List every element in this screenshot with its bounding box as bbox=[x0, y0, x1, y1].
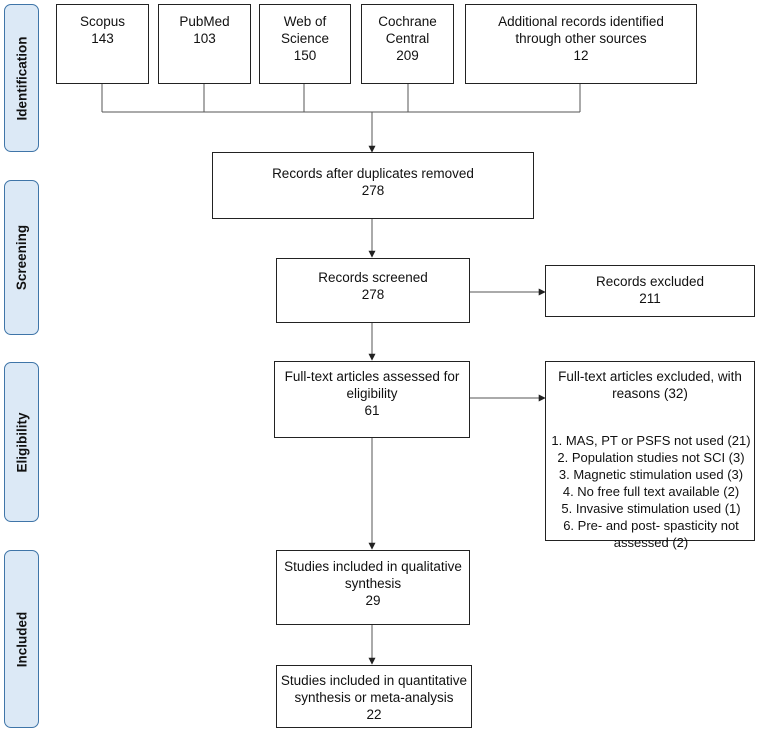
quantitative-synthesis-box: Studies included in quantitative synthes… bbox=[276, 665, 472, 728]
box-label: eligibility bbox=[346, 386, 398, 401]
box-label: reasons (32) bbox=[612, 386, 688, 401]
phase-eligibility: Eligibility bbox=[4, 362, 39, 522]
box-label: synthesis bbox=[344, 576, 402, 591]
exclusion-reasons-list: 1. MAS, PT or PSFS not used (21) 2. Popu… bbox=[548, 432, 754, 551]
source-label: Web of bbox=[283, 14, 327, 29]
source-pubmed-box: PubMed 103 bbox=[158, 4, 251, 84]
source-label: Additional records identified bbox=[498, 14, 664, 29]
source-label: through other sources bbox=[515, 31, 647, 46]
box-label: Studies included in quantitative bbox=[280, 673, 468, 688]
exclusion-reason: 6. Pre- and post- spasticity not bbox=[563, 518, 739, 533]
source-cochrane-box: Cochrane Central 209 bbox=[361, 4, 454, 84]
source-count: 12 bbox=[573, 48, 589, 63]
box-count: 29 bbox=[365, 593, 381, 608]
exclusion-reason: 2. Population studies not SCI (3) bbox=[557, 450, 745, 465]
source-count: 103 bbox=[193, 31, 216, 46]
exclusion-reason: 5. Invasive stimulation used (1) bbox=[561, 501, 741, 516]
source-wos-box: Web of Science 150 bbox=[259, 4, 351, 84]
source-label: PubMed bbox=[179, 14, 230, 29]
source-label: Central bbox=[385, 31, 430, 46]
phase-included: Included bbox=[4, 550, 39, 728]
source-label: Science bbox=[280, 31, 330, 46]
box-count: 61 bbox=[364, 403, 380, 418]
phase-identification: Identification bbox=[4, 4, 39, 152]
source-count: 150 bbox=[293, 48, 317, 63]
qualitative-synthesis-box: Studies included in qualitative synthesi… bbox=[276, 550, 470, 625]
source-count: 143 bbox=[91, 31, 114, 46]
records-screened-box: Records screened 278 bbox=[276, 258, 470, 323]
source-label: Cochrane bbox=[378, 14, 437, 29]
box-label: Full-text articles assessed for bbox=[284, 369, 460, 384]
box-label: Full-text articles excluded, with bbox=[558, 369, 742, 384]
phase-screening: Screening bbox=[4, 180, 39, 335]
exclusion-reason: 3. Magnetic stimulation used (3) bbox=[558, 467, 744, 482]
source-scopus-box: Scopus 143 bbox=[56, 4, 149, 84]
source-label: Scopus bbox=[79, 14, 126, 29]
box-count: 278 bbox=[361, 287, 385, 302]
source-count: 209 bbox=[396, 48, 419, 63]
exclusion-reason: 4. No free full text available (2) bbox=[562, 484, 740, 499]
exclusion-reason: assessed (2) bbox=[613, 535, 689, 550]
fulltext-assessed-box: Full-text articles assessed for eligibil… bbox=[274, 361, 470, 438]
box-label: synthesis or meta-analysis bbox=[294, 690, 454, 705]
fulltext-excluded-box: Full-text articles excluded, with reason… bbox=[545, 361, 755, 541]
source-other-box: Additional records identified through ot… bbox=[465, 4, 697, 84]
exclusion-reason: 1. MAS, PT or PSFS not used (21) bbox=[551, 433, 751, 448]
box-label: Records screened bbox=[318, 270, 428, 285]
box-count: 22 bbox=[366, 707, 382, 722]
duplicates-removed-box: Records after duplicates removed 278 bbox=[212, 152, 534, 219]
box-count: 278 bbox=[361, 183, 385, 198]
box-label: Records excluded bbox=[595, 274, 705, 289]
records-excluded-box: Records excluded 211 bbox=[545, 265, 755, 317]
box-label: Records after duplicates removed bbox=[272, 166, 474, 181]
box-label: Studies included in qualitative bbox=[284, 559, 462, 574]
box-count: 211 bbox=[639, 291, 661, 306]
